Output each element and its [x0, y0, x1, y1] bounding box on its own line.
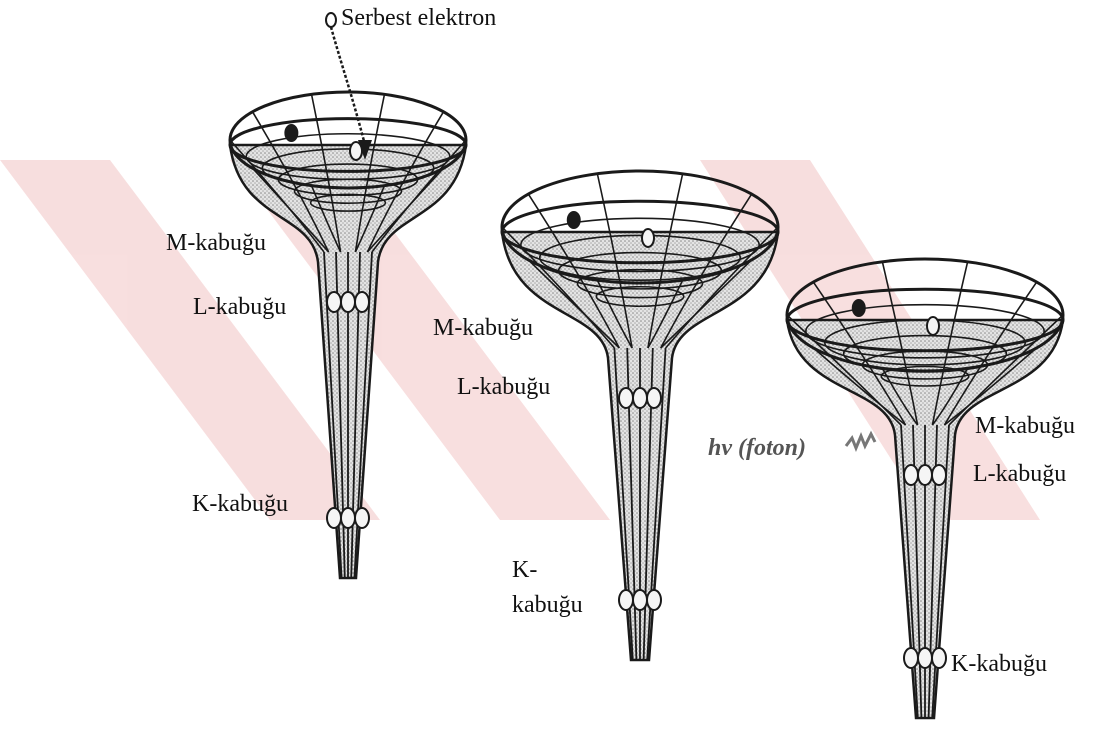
funnel-3-k-shell-label: K-kabuğu	[951, 652, 1047, 676]
electron-dot	[633, 590, 647, 610]
free-electron-label: Serbest elektron	[341, 6, 496, 30]
electron-dot	[932, 648, 946, 668]
electron-dot	[852, 299, 866, 317]
funnel-1-m-shell-label: M-kabuğu	[166, 231, 266, 255]
electron-dot	[567, 211, 581, 229]
photon-wave-icon	[846, 434, 875, 448]
electron-dot	[918, 465, 932, 485]
electron-dot	[355, 508, 369, 528]
electron-dot	[647, 590, 661, 610]
photon-label: hv (foton)	[708, 436, 806, 460]
funnel-2-m-shell-label: M-kabuğu	[433, 316, 533, 340]
funnel-1-k-shell-label: K-kabuğu	[192, 492, 288, 516]
funnel-1-l-shell-label: L-kabuğu	[193, 295, 286, 319]
electron-dot	[642, 229, 654, 247]
electron-dot	[904, 465, 918, 485]
electron-dot	[284, 124, 298, 142]
funnel-3	[787, 259, 1063, 718]
electron-dot	[633, 388, 647, 408]
electron-dot	[327, 508, 341, 528]
funnel-2-l-shell-label: L-kabuğu	[457, 375, 550, 399]
electron-dot	[647, 388, 661, 408]
electron-dot	[927, 317, 939, 335]
electron-dot	[904, 648, 918, 668]
electron-dot	[341, 292, 355, 312]
free-electron-marker	[326, 13, 372, 160]
electron-dot	[932, 465, 946, 485]
electron-dot	[327, 292, 341, 312]
electron-dot	[355, 292, 369, 312]
funnel-3-m-shell-label: M-kabuğu	[975, 414, 1075, 438]
electron-dot	[619, 388, 633, 408]
electron-dot	[341, 508, 355, 528]
electron-dot	[918, 648, 932, 668]
funnel-2-k-shell-label: K- kabuğu	[512, 553, 583, 623]
funnel-3-l-shell-label: L-kabuğu	[973, 462, 1066, 486]
electron-dot	[619, 590, 633, 610]
